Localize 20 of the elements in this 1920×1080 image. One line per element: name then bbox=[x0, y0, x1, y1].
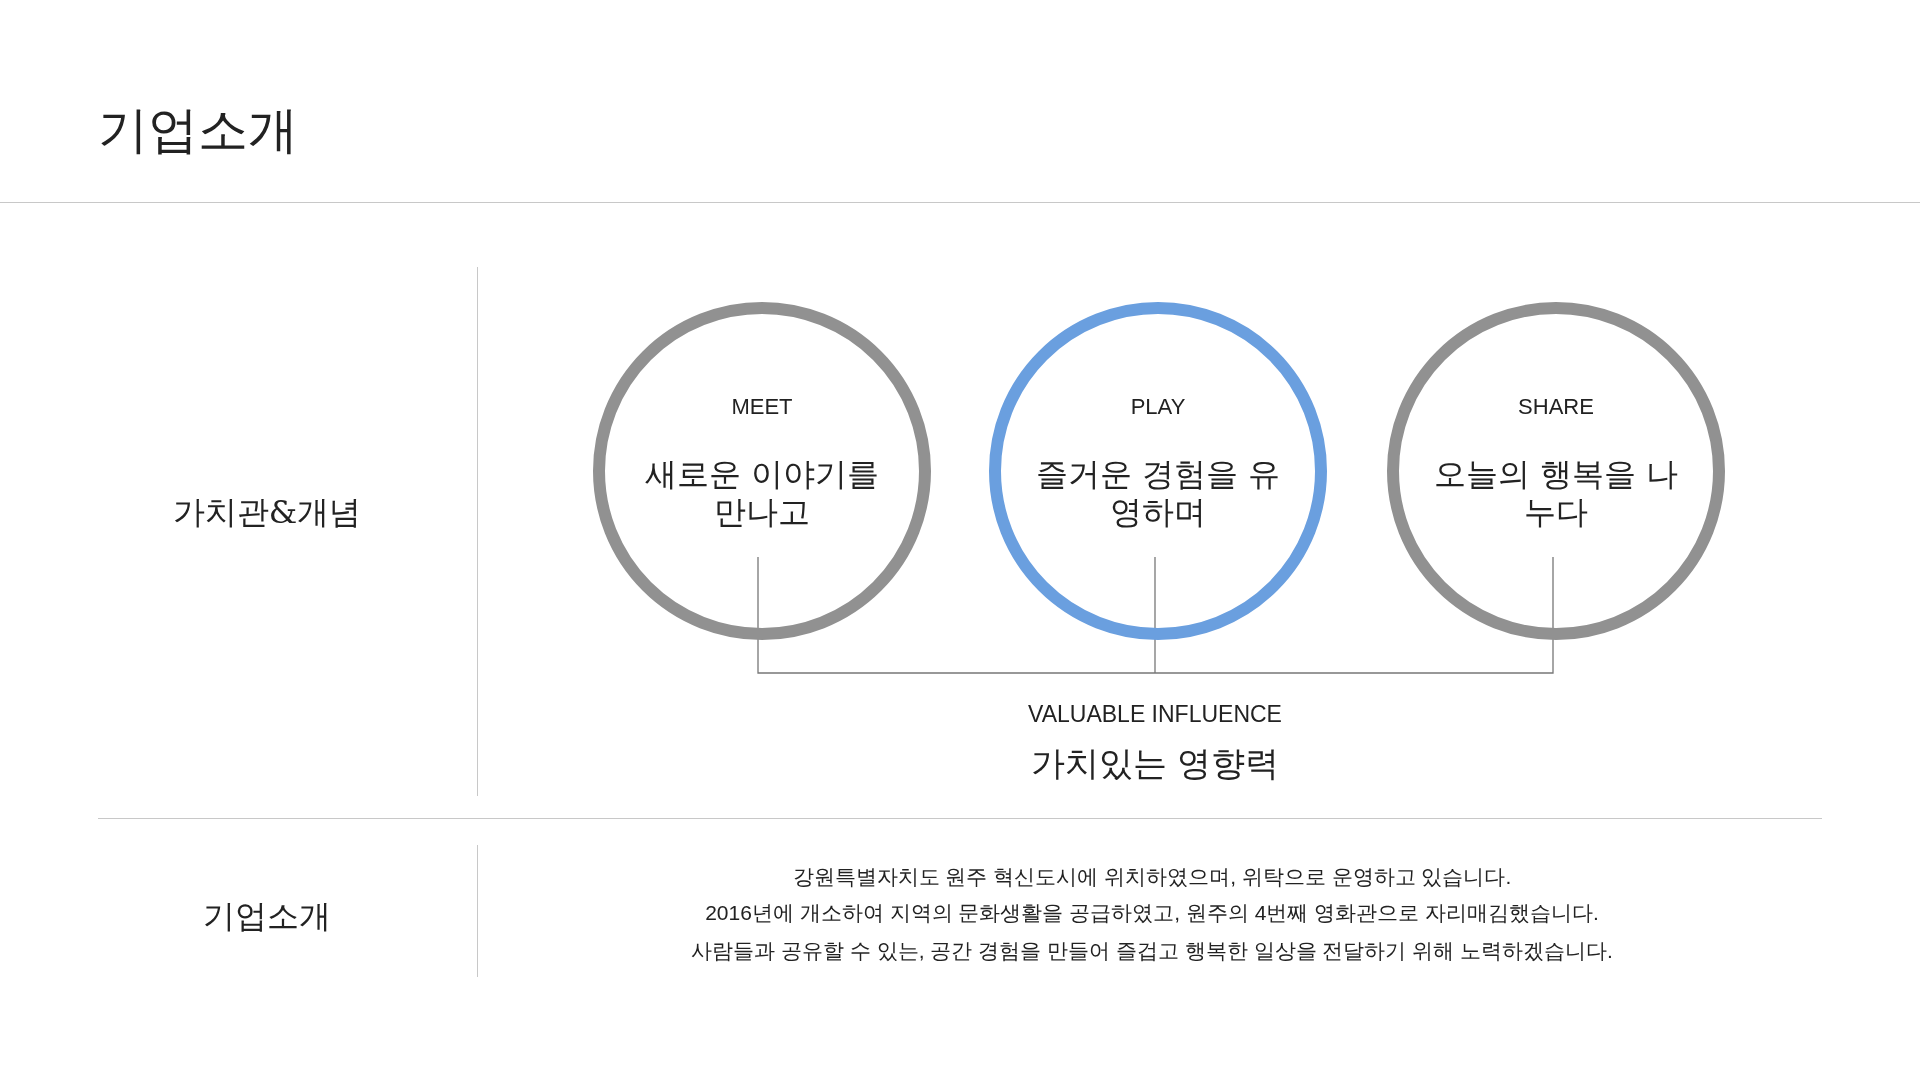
section-label: 기업소개 bbox=[203, 896, 331, 936]
circle-heading: PLAY bbox=[1130, 394, 1186, 420]
value-circle bbox=[989, 302, 1327, 640]
circle-text: 새로운 이야기를 만나고 bbox=[643, 455, 881, 531]
description-text: 강원특별자치도 원주 혁신도시에 위치하였으며, 위탁으로 운영하고 있습니다. bbox=[792, 864, 1512, 890]
connector-line bbox=[757, 556, 1156, 674]
value-title: 가치있는 영향력 bbox=[1030, 742, 1280, 785]
value-circle bbox=[1387, 302, 1725, 640]
page-title: 기업소개 bbox=[98, 100, 298, 160]
circle-text: 오늘의 행복을 나누다 bbox=[1432, 455, 1680, 531]
description-text: 2016년에 개소하여 지역의 문화생활을 공급하였고, 원주의 4번째 영화관으로 자리매김했습니다. bbox=[705, 900, 1599, 926]
value-circle bbox=[593, 302, 931, 640]
circle-heading: SHARE bbox=[1518, 394, 1594, 420]
connector-line bbox=[1154, 556, 1554, 674]
section-label: 가치관&개념 bbox=[172, 492, 362, 532]
circle-text: 즐거운 경험을 유영하며 bbox=[1034, 455, 1282, 531]
description-text: 사람들과 공유할 수 있는, 공간 경험을 만들어 즐겁고 행복한 일상을 전달하기 위해 노력하겠습니다. bbox=[691, 938, 1613, 964]
value-heading: VALUABLE INFLUENCE bbox=[1028, 700, 1282, 728]
connector-line bbox=[1154, 556, 1156, 674]
circle-heading: MEET bbox=[731, 394, 793, 420]
